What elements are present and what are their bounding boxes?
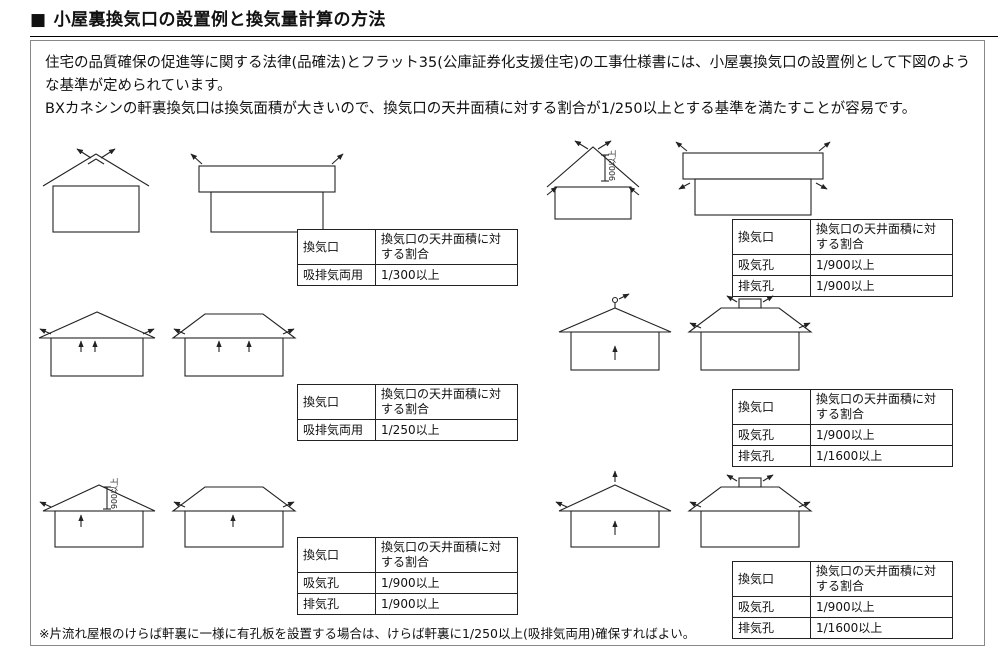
table2-row-label: 吸気孔 <box>732 254 811 276</box>
vent-table-1: 換気口 換気口の天井面積に対する割合 吸排気両用 1/300以上 <box>297 229 518 286</box>
page-title-text: 小屋裏換気口の設置例と換気量計算の方法 <box>53 10 387 30</box>
content-box: 住宅の品質確保の促進等に関する法律(品確法)とフラット35(公庫証券化支援住宅)… <box>30 40 985 646</box>
table5-col1-header: 換気口 <box>297 537 376 573</box>
gable-house-front: 900以上 <box>546 140 640 220</box>
hip-house-ridge-box <box>687 295 813 371</box>
diagram-eaves-vent-bothway <box>38 311 297 377</box>
dim-900-label: 900以上 <box>608 150 617 181</box>
attic-side-view <box>190 153 344 233</box>
table4-row-label: 排気孔 <box>732 445 811 467</box>
diagram-ridge-vent <box>558 293 813 371</box>
vent-table-6: 換気口 換気口の天井面積に対する割合 吸気孔 1/900以上 排気孔 1/160… <box>732 561 953 639</box>
diagram-eaves-vent-900: 900以上 <box>39 478 297 548</box>
hip-house-side <box>171 486 297 548</box>
table3-row-label: 吸排気両用 <box>297 419 376 441</box>
gable-house-front <box>42 148 150 233</box>
vent-table-4: 換気口 換気口の天井面積に対する割合 吸気孔 1/900以上 排気孔 1/160… <box>732 389 953 467</box>
table4-row-value: 1/1600以上 <box>810 445 953 467</box>
diagram-eaves-ridge-vent <box>555 470 813 548</box>
table3-col1-header: 換気口 <box>297 384 376 420</box>
intro-paragraph-1: 住宅の品質確保の促進等に関する法律(品確法)とフラット35(公庫証券化支援住宅)… <box>45 55 971 94</box>
footnote: ※片流れ屋根のけらば軒裏に一様に有孔板を設置する場合は、けらば軒裏に1/250以… <box>39 626 696 641</box>
table2-col2-header: 換気口の天井面積に対する割合 <box>810 219 953 255</box>
attic-side-view <box>675 141 831 216</box>
table5-row-label: 排気孔 <box>297 593 376 615</box>
diagram-gable-vent-bothway <box>42 148 344 233</box>
hip-house-front-dim: 900以上 <box>39 478 156 548</box>
table5-row-value: 1/900以上 <box>375 593 518 615</box>
table3-row-value: 1/250以上 <box>375 419 518 441</box>
table4-col1-header: 換気口 <box>732 389 811 425</box>
table6-row-label: 排気孔 <box>732 617 811 639</box>
hip-house-ridge-exhaust <box>555 470 672 548</box>
hip-house-front <box>38 311 156 377</box>
hip-house-ridge-box <box>687 474 813 548</box>
vent-table-2: 換気口 換気口の天井面積に対する割合 吸気孔 1/900以上 排気孔 1/900… <box>732 219 953 297</box>
table2-row-value: 1/900以上 <box>810 254 953 276</box>
table1-col1-header: 換気口 <box>297 229 376 265</box>
table2-col1-header: 換気口 <box>732 219 811 255</box>
table1-row-value: 1/300以上 <box>375 264 518 286</box>
table6-row-value: 1/900以上 <box>810 596 953 618</box>
table6-row-value: 1/1600以上 <box>810 617 953 639</box>
table6-col1-header: 換気口 <box>732 561 811 597</box>
table2-row-value: 1/900以上 <box>810 275 953 297</box>
diagram-gable-vent-900: 900以上 <box>546 140 831 220</box>
intro-paragraph-2: BXカネシンの軒裏換気口は換気面積が大きいので、換気口の天井面積に対する割合が1… <box>45 101 917 117</box>
table1-col2-header: 換気口の天井面積に対する割合 <box>375 229 518 265</box>
table4-row-value: 1/900以上 <box>810 424 953 446</box>
table4-row-label: 吸気孔 <box>732 424 811 446</box>
title-square-icon: ■ <box>30 10 47 30</box>
intro-text: 住宅の品質確保の促進等に関する法律(品確法)とフラット35(公庫証券化支援住宅)… <box>45 52 971 121</box>
table5-row-label: 吸気孔 <box>297 572 376 594</box>
hip-house-side <box>171 313 297 377</box>
table6-row-label: 吸気孔 <box>732 596 811 618</box>
vent-table-5: 換気口 換気口の天井面積に対する割合 吸気孔 1/900以上 排気孔 1/900… <box>297 537 518 615</box>
table5-row-value: 1/900以上 <box>375 572 518 594</box>
table3-col2-header: 換気口の天井面積に対する割合 <box>375 384 518 420</box>
table1-row-label: 吸排気両用 <box>297 264 376 286</box>
table4-col2-header: 換気口の天井面積に対する割合 <box>810 389 953 425</box>
table5-col2-header: 換気口の天井面積に対する割合 <box>375 537 518 573</box>
table6-col2-header: 換気口の天井面積に対する割合 <box>810 561 953 597</box>
vent-table-3: 換気口 換気口の天井面積に対する割合 吸排気両用 1/250以上 <box>297 384 518 441</box>
hip-house-ridge-cap <box>558 293 672 371</box>
page-title: ■ 小屋裏換気口の設置例と換気量計算の方法 <box>30 5 998 37</box>
dim-900-label: 900以上 <box>110 478 119 509</box>
